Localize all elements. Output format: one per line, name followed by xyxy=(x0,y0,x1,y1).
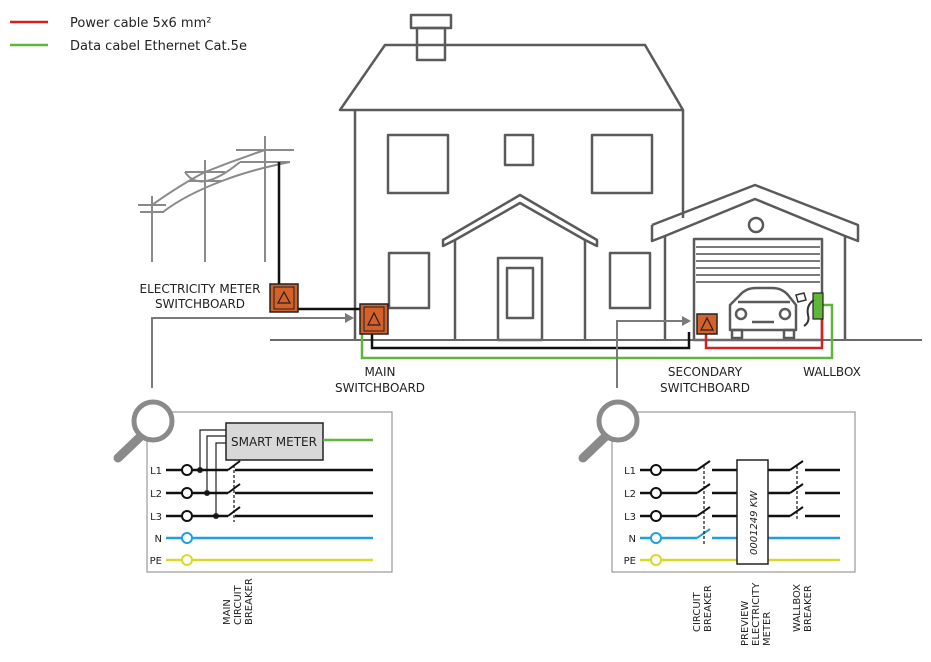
svg-text:MAIN: MAIN xyxy=(222,599,233,625)
phase-label-l1: L1 xyxy=(150,466,162,477)
magnifier-icon xyxy=(113,399,175,463)
phase-rows-right: L1 L2 L3 N PE xyxy=(624,460,840,567)
phase-label-pe: PE xyxy=(150,556,162,567)
switchboard-icon xyxy=(276,290,292,304)
phase-label-n: N xyxy=(629,534,636,545)
car-icon xyxy=(728,286,798,340)
house xyxy=(338,13,685,342)
wallbox-label: WALLBOX xyxy=(803,365,861,379)
svg-text:BREAKER: BREAKER xyxy=(244,578,255,625)
phase-label-l3: L3 xyxy=(624,512,636,523)
main-switchboard xyxy=(359,303,389,335)
smart-meter-box xyxy=(225,422,324,461)
preview-meter-display: 0001249 KW xyxy=(749,490,760,555)
preview-meter-box xyxy=(736,459,769,565)
electricity-meter-switchboard xyxy=(269,283,299,313)
power-cable-wallbox xyxy=(704,314,824,350)
secondary-switchboard-label-2: SWITCHBOARD xyxy=(660,381,750,395)
wallbox-breaker-label: WALLBOX BREAKER xyxy=(792,584,814,632)
circuit-breaker-label: CIRCUIT BREAKER xyxy=(692,585,714,632)
svg-text:CIRCUIT: CIRCUIT xyxy=(692,591,703,632)
secondary-switchboard-label-1: SECONDARY xyxy=(668,365,743,379)
phase-label-l2: L2 xyxy=(150,489,162,500)
svg-text:ELECTRICITY: ELECTRICITY xyxy=(751,582,762,646)
secondary-switchboard xyxy=(696,313,718,335)
switchboard-icon xyxy=(700,316,714,331)
phase-rows-left: L1 L2 L3 N PE xyxy=(150,460,373,567)
utility-pole-icon xyxy=(138,136,294,262)
data-cable xyxy=(360,303,834,360)
svg-text:BREAKER: BREAKER xyxy=(703,585,714,632)
cable-main-to-secondary xyxy=(370,332,691,350)
legend-data-label: Data cabel Ethernet Cat.5e xyxy=(70,39,247,54)
main-switchboard-label-2: SWITCHBOARD xyxy=(335,381,425,395)
phase-label-pe: PE xyxy=(624,556,636,567)
svg-text:BREAKER: BREAKER xyxy=(803,585,814,632)
legend-power-label: Power cable 5x6 mm² xyxy=(70,16,211,31)
callout-leader-left xyxy=(151,317,345,388)
smart-meter-label: SMART METER xyxy=(231,435,317,449)
preview-electricity-meter-label: PREVIEW ELECTRICITY METER xyxy=(740,582,773,646)
garage-door-slats xyxy=(696,246,820,283)
main-switchboard-label-1: MAIN xyxy=(364,365,395,379)
main-circuit-breaker-label: MAIN CIRCUIT BREAKER xyxy=(222,578,255,625)
meter-switchboard-label-2: SWITCHBOARD xyxy=(155,297,245,311)
charger-plug-icon xyxy=(803,299,815,327)
phase-label-l3: L3 xyxy=(150,512,162,523)
legend: Power cable 5x6 mm² Data cabel Ethernet … xyxy=(10,16,247,54)
svg-text:WALLBOX: WALLBOX xyxy=(792,584,803,632)
meter-switchboard-label-1: ELECTRICITY METER xyxy=(139,282,260,296)
svg-text:0001249 KW: 0001249 KW xyxy=(749,490,760,555)
phase-label-l1: L1 xyxy=(624,466,636,477)
svg-text:CIRCUIT: CIRCUIT xyxy=(233,584,244,625)
svg-text:METER: METER xyxy=(762,612,773,646)
magnifier-icon xyxy=(578,399,640,463)
switchboard-icon xyxy=(367,311,381,326)
phase-label-l2: L2 xyxy=(624,489,636,500)
phase-label-n: N xyxy=(155,534,162,545)
callout-leader-right xyxy=(616,320,682,388)
wallbox-charger xyxy=(795,292,824,327)
svg-text:PREVIEW: PREVIEW xyxy=(740,601,751,646)
